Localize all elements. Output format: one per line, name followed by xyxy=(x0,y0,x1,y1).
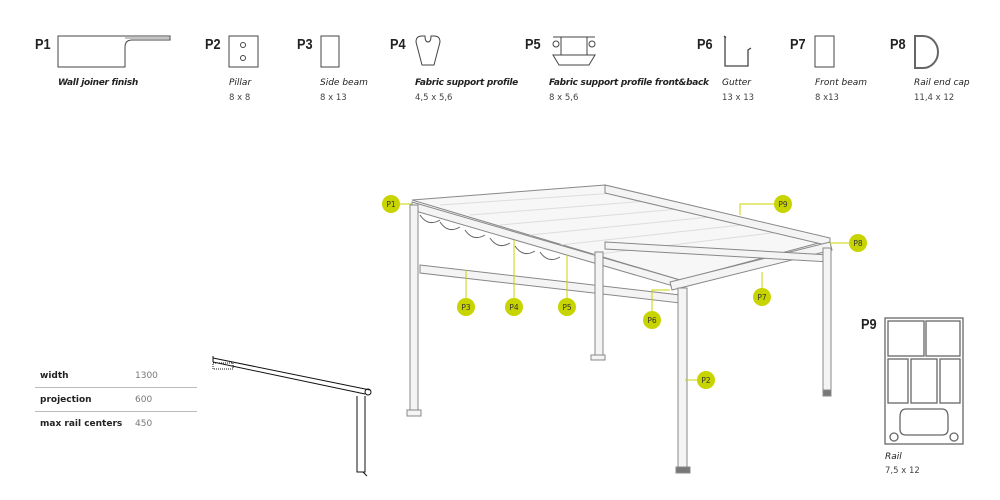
profile-dims-p4: 4,5 x 5,6 xyxy=(415,93,453,103)
callout-p4: P4 xyxy=(505,298,523,316)
profile-name-p6: Gutter xyxy=(722,78,751,88)
profile-name-p9: Rail xyxy=(885,452,902,462)
profile-name-p7: Front beam xyxy=(815,78,868,88)
profile-name-p2: Pillar xyxy=(229,78,252,88)
spec-label: projection xyxy=(40,394,92,405)
callout-p9: P9 xyxy=(774,195,792,213)
callout-p6: P6 xyxy=(643,311,661,329)
spec-label: max rail centers xyxy=(40,419,123,429)
pillar-profile-icon xyxy=(228,35,259,68)
spec-value: 1300 xyxy=(135,370,158,381)
front-beam-profile-icon xyxy=(814,35,835,68)
profile-name-p1: Wall joiner finish xyxy=(58,78,138,88)
profile-code-p6: P6 xyxy=(697,36,713,53)
side-beam-profile-icon xyxy=(320,35,340,68)
profile-code-p9: P9 xyxy=(861,316,877,333)
profile-dims-p2: 8 x 8 xyxy=(229,93,251,103)
fabric-support-profile-icon xyxy=(415,35,441,66)
callout-p1: P1 xyxy=(382,195,400,213)
profile-code-p7: P7 xyxy=(790,36,806,53)
spec-row: max rail centers 450 xyxy=(35,412,197,436)
profile-code-p2: P2 xyxy=(205,36,221,53)
side-view-drawing xyxy=(212,356,372,477)
profile-code-p1: P1 xyxy=(35,36,51,53)
profile-name-p5: Fabric support profile front&back xyxy=(549,78,709,88)
pergola-drawing xyxy=(406,184,833,474)
spec-value: 600 xyxy=(135,394,153,405)
callout-p2: P2 xyxy=(697,371,715,389)
callout-p7: P7 xyxy=(753,288,771,306)
spec-value: 450 xyxy=(135,419,153,429)
rail-end-cap-profile-icon xyxy=(914,35,939,69)
profile-name-p8: Rail end cap xyxy=(914,78,970,88)
rail-profile-icon xyxy=(884,317,964,445)
specs-table: width 1300 projection 600 max rail centers… xyxy=(35,364,197,436)
profile-dims-p8: 11,4 x 12 xyxy=(914,93,955,103)
spec-label: width xyxy=(40,370,69,381)
profile-dims-p3: 8 x 13 xyxy=(320,93,347,103)
profile-dims-p6: 13 x 13 xyxy=(722,93,755,103)
spec-row: width 1300 xyxy=(35,364,197,388)
profile-dims-p7: 8 x13 xyxy=(815,93,839,103)
spec-row: projection 600 xyxy=(35,388,197,412)
wall-joiner-profile-icon xyxy=(57,35,171,68)
gutter-profile-icon xyxy=(723,35,752,67)
profile-name-p4: Fabric support profile xyxy=(415,78,518,88)
profile-code-p4: P4 xyxy=(390,36,406,53)
callout-p8: P8 xyxy=(849,234,867,252)
profile-name-p3: Side beam xyxy=(320,78,368,88)
profile-code-p3: P3 xyxy=(297,36,313,53)
profile-dims-p9: 7,5 x 12 xyxy=(885,466,920,476)
fabric-support-front-back-profile-icon xyxy=(552,36,596,66)
callout-p3: P3 xyxy=(457,298,475,316)
callout-p5: P5 xyxy=(558,298,576,316)
profile-code-p8: P8 xyxy=(890,36,906,53)
profile-dims-p5: 8 x 5,6 xyxy=(549,93,579,103)
profile-code-p5: P5 xyxy=(525,36,541,53)
